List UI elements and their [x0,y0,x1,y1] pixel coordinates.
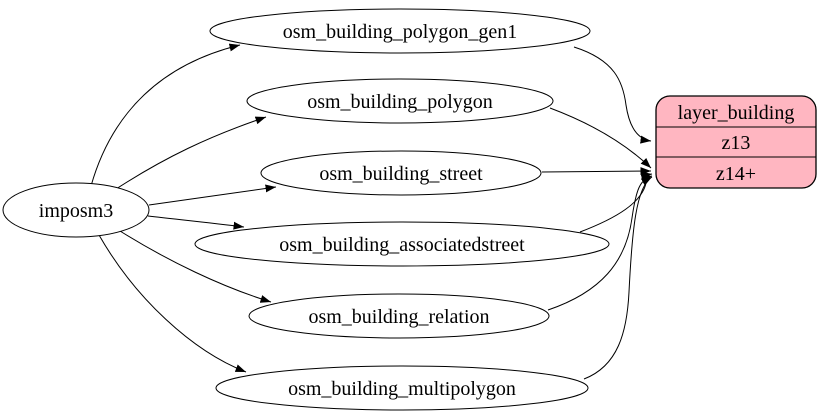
osm-building-polygon-gen1-label: osm_building_polygon_gen1 [283,21,517,43]
node-osm-building-street: osm_building_street [260,150,542,196]
edge-osm-building-street-to-z14 [541,167,652,176]
osm-building-polygon-gen1-ellipse [209,8,591,54]
edge-imposm3-to-osm-building-polygon [112,116,267,192]
node-osm-building-polygon-gen1: osm_building_polygon_gen1 [209,8,591,54]
osm-building-polygon-ellipse [246,78,554,124]
edge-imposm3-to-osm-building-street [148,184,277,206]
layer-building-row-z14-label: z14+ [716,163,756,185]
osm-building-associatedstreet-ellipse [194,221,610,267]
osm-building-polygon-label: osm_building_polygon [307,91,493,113]
edge-imposm3-to-osm-building-multipolygon [98,234,247,373]
osm-building-multipolygon-ellipse [215,365,589,411]
node-layer-building: layer_building z13 z14+ [655,95,817,189]
edge-osm-building-multipolygon-to-z14 [583,176,653,380]
edge-osm-building-associatedstreet-to-z14 [579,171,653,233]
node-osm-building-multipolygon: osm_building_multipolygon [215,365,589,411]
node-osm-building-relation: osm_building_relation [248,293,550,339]
osm-building-street-ellipse [260,150,542,196]
imposm3-label: imposm3 [39,200,113,222]
osm-building-multipolygon-label: osm_building_multipolygon [288,378,516,400]
osm-building-street-label: osm_building_street [319,163,483,185]
edge-osm-building-polygon-gen1-to-z13 [573,46,652,144]
layer-building-row-z13-label: z13 [722,132,751,154]
osm-building-relation-ellipse [248,293,550,339]
edge-imposm3-to-osm-building-polygon-gen1 [90,43,241,187]
layer-building-box [655,95,817,189]
osm-building-relation-label: osm_building_relation [308,306,489,328]
node-osm-building-polygon: osm_building_polygon [246,78,554,124]
osm-building-associatedstreet-label: osm_building_associatedstreet [279,234,525,256]
node-osm-building-associatedstreet: osm_building_associatedstreet [194,221,610,267]
edge-imposm3-to-osm-building-associatedstreet [147,215,245,230]
edge-imposm3-to-osm-building-relation [119,230,272,303]
layer-building-title: layer_building [678,102,795,124]
edge-osm-building-polygon-to-z14 [549,107,652,169]
imposm3-ellipse [2,182,150,238]
node-imposm3: imposm3 [2,182,150,238]
